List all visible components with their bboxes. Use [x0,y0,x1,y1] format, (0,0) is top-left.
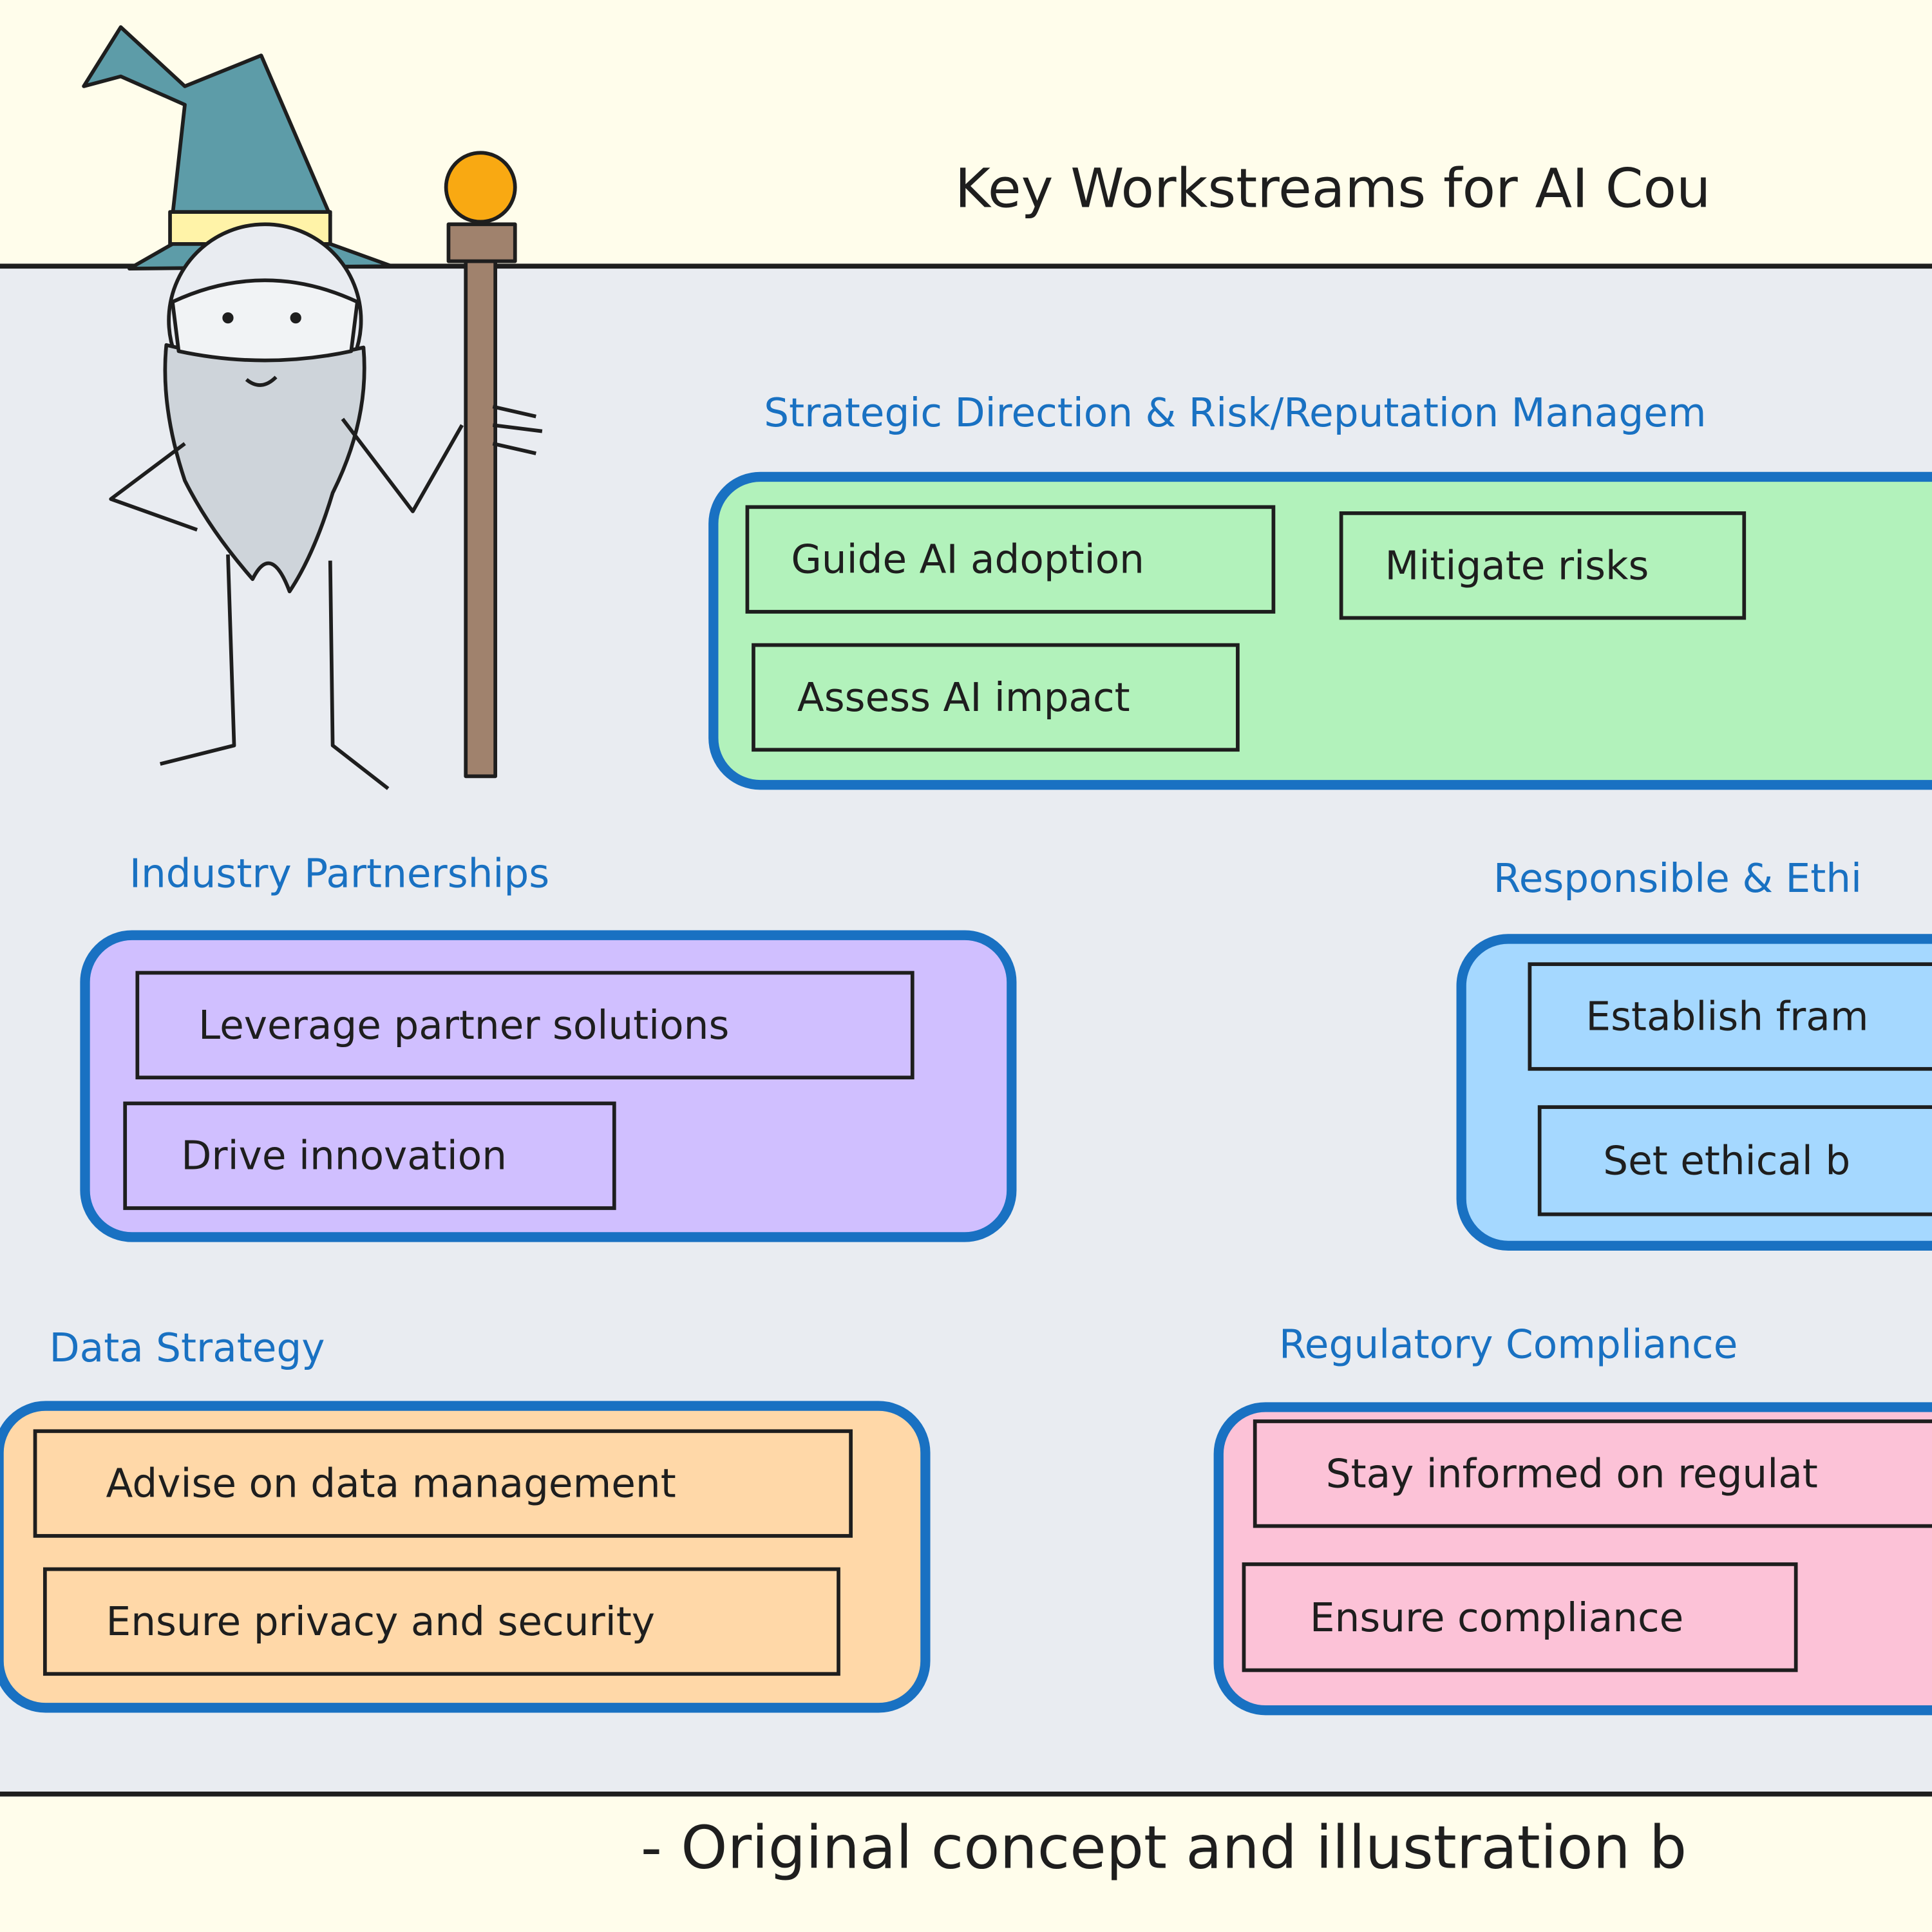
group-heading-responsible: Responsible & Ethi [1493,855,1862,902]
group-regulatory [1213,1402,1932,1716]
group-heading-strategic: Strategic Direction & Risk/Reputation Ma… [764,389,1707,437]
diagram-title: Key Workstreams for AI Cou [954,157,1711,221]
item-ensure-compliance: Ensure compliance [1242,1562,1798,1672]
item-mitigate-risks: Mitigate risks [1339,511,1747,620]
item-leverage-partner-solutions: Leverage partner solutions [135,971,914,1080]
item-drive-innovation: Drive innovation [123,1101,616,1210]
group-data [0,1401,931,1713]
group-heading-industry: Industry Partnerships [129,850,550,897]
item-stay-informed-regulations: Stay informed on regulat [1253,1419,1932,1528]
group-strategic [708,471,1932,790]
group-responsible [1456,934,1932,1251]
item-assess-ai-impact: Assess AI impact [752,643,1240,752]
item-ensure-privacy-security: Ensure privacy and security [43,1567,840,1676]
group-industry [80,930,1017,1242]
wizard-illustration [82,25,543,790]
group-heading-data: Data Strategy [49,1324,325,1372]
attribution-footer: - Original concept and illustration b [640,1814,1687,1883]
item-establish-framework: Establish fram [1528,962,1932,1071]
group-heading-regulatory: Regulatory Compliance [1279,1321,1738,1368]
item-set-ethical-boundaries: Set ethical b [1537,1105,1932,1217]
item-guide-ai-adoption: Guide AI adoption [745,505,1276,614]
item-advise-data-management: Advise on data management [33,1429,853,1538]
